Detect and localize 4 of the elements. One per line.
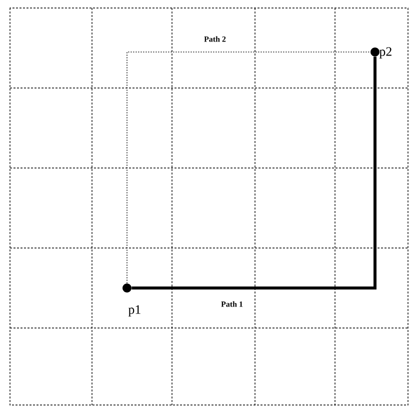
- point-label: p1: [128, 305, 140, 316]
- point-dot: [370, 48, 380, 56]
- point-label: p2: [379, 47, 392, 59]
- point-dot: [122, 284, 132, 292]
